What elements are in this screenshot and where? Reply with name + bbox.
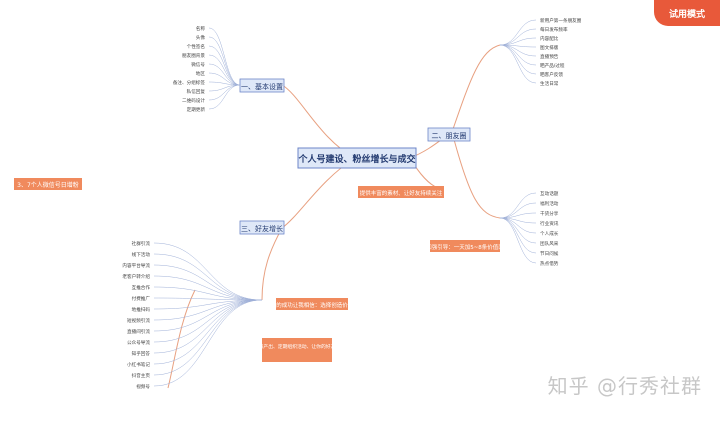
moments-top-leaf-line bbox=[499, 44, 537, 75]
moments-bottom-leaf-line bbox=[499, 217, 537, 244]
moments-top-leaf: 晒产品/过程 bbox=[540, 62, 565, 69]
branch-growth-box bbox=[239, 220, 285, 235]
moments-bottom-leaf-line bbox=[499, 217, 537, 254]
moments-bottom-leaf: 热点借势 bbox=[540, 260, 559, 267]
moments-bottom-leaf: 节日问候 bbox=[540, 250, 559, 257]
growth-leaf-line bbox=[153, 299, 263, 332]
moments-bottom-leaf-line bbox=[499, 192, 537, 219]
moments-top-leaf-line bbox=[499, 44, 537, 66]
moments-bottom-leaf: 福利活动 bbox=[540, 200, 559, 207]
basic-leaf-line bbox=[208, 84, 241, 110]
basic-leaf-line bbox=[208, 84, 241, 101]
moments-bottom-leaf: 个人成长 bbox=[540, 230, 559, 237]
growth-leaf-line bbox=[153, 299, 263, 310]
growth-leaf-line bbox=[153, 275, 263, 301]
note-content-box bbox=[358, 186, 444, 198]
moments-bottom-leaf: 干货分享 bbox=[540, 210, 559, 217]
branch-growth: 三、好友增长 bbox=[241, 224, 283, 233]
note-guide: 加强引导：一天加5~8条价值面 bbox=[426, 243, 504, 251]
moments-bottom-leaf-line bbox=[499, 212, 537, 219]
moments-bottom-leaf-line bbox=[499, 202, 537, 219]
note-activity: 诚意满满的内容产出、定期组织活动、让你的好友持续向你靠拢 bbox=[230, 343, 365, 350]
growth-leaf-line bbox=[153, 299, 263, 321]
growth-leaf: 知乎回答 bbox=[132, 350, 151, 357]
branch-moments-box bbox=[427, 127, 471, 142]
note-daily-fans-box bbox=[14, 178, 82, 190]
moments-bottom-leaf: 互动话题 bbox=[540, 190, 559, 197]
center-label: 个人号建设、粉丝增长与成交 bbox=[297, 153, 415, 165]
moments-bottom-leaf-line bbox=[499, 217, 537, 264]
moments-top-leaf: 晒客户反馈 bbox=[540, 71, 563, 78]
moments-top-leaf: 图文排版 bbox=[540, 44, 559, 51]
basic-leaf-line bbox=[208, 63, 241, 86]
basic-leaf-line bbox=[208, 45, 241, 86]
moments-top-leaf-line bbox=[499, 28, 537, 46]
moments-top-leaf: 每日发布频率 bbox=[540, 26, 568, 33]
center-node bbox=[297, 147, 417, 169]
growth-leaf: 视频号 bbox=[136, 383, 150, 390]
note-guide-box bbox=[430, 240, 500, 252]
basic-leaf: 头像 bbox=[196, 34, 206, 41]
basic-leaf: 朋友圈背景 bbox=[182, 52, 205, 59]
growth-leaf: 直播间引流 bbox=[127, 328, 150, 335]
growth-leaf: 抖音主页 bbox=[132, 372, 151, 379]
growth-leaf: 小红书笔记 bbox=[127, 361, 150, 368]
basic-leaf-line bbox=[208, 54, 241, 86]
branch-basic-box bbox=[239, 78, 285, 93]
moments-top-leaf: 生活日常 bbox=[540, 80, 559, 87]
growth-leaf: 社群引流 bbox=[132, 240, 151, 247]
growth-leaf: 短视频引流 bbox=[127, 317, 150, 324]
growth-leaf-line bbox=[153, 299, 263, 343]
basic-leaf: 定期更新 bbox=[187, 106, 206, 113]
basic-leaf: 备注、分组标签 bbox=[173, 79, 206, 86]
branch-basic: 一、基本设置 bbox=[241, 82, 283, 91]
moments-top-leaf: 内容配比 bbox=[540, 35, 559, 42]
growth-leaf: 地推扫码 bbox=[132, 306, 151, 313]
growth-leaf-line bbox=[153, 299, 263, 365]
note-value: 你的成功让我相信：选择创造价值 bbox=[271, 301, 354, 309]
basic-leaf: 个性签名 bbox=[187, 43, 205, 50]
moments-top-leaf-line bbox=[499, 44, 537, 84]
growth-leaf-line bbox=[153, 297, 263, 301]
note-daily-fans: 3、7个人微信号日增粉 bbox=[17, 181, 79, 189]
basic-leaf-line bbox=[208, 72, 241, 86]
basic-leaf-line bbox=[208, 36, 241, 86]
moments-top-leaf: 新用户第一条朋友圈 bbox=[540, 17, 582, 24]
basic-leaf: 地区 bbox=[196, 70, 206, 77]
basic-leaf: 二维码设计 bbox=[182, 97, 205, 104]
growth-leaf-line bbox=[153, 242, 263, 301]
watermark: 知乎 @行秀社群 bbox=[547, 374, 702, 398]
growth-leaf: 公众号导流 bbox=[127, 339, 150, 346]
growth-leaf: 老客户转介绍 bbox=[122, 273, 150, 280]
note-value-box bbox=[276, 298, 348, 310]
growth-leaf: 内容平台导流 bbox=[122, 262, 150, 269]
note-content: 提供丰富的素材、让好友持续关注 bbox=[360, 189, 443, 197]
trial-mode-badge: 试用模式 bbox=[654, 0, 720, 26]
growth-leaf: 线下活动 bbox=[132, 251, 151, 258]
moments-bottom-leaf: 团队风采 bbox=[540, 240, 559, 247]
moments-top-leaf-line bbox=[499, 44, 537, 57]
growth-leaf: 付费推广 bbox=[132, 295, 151, 302]
note-activity-box bbox=[262, 338, 332, 362]
growth-leaf: 互推合作 bbox=[132, 284, 151, 291]
basic-leaf: 微信号 bbox=[191, 61, 205, 68]
basic-leaf: 名称 bbox=[196, 25, 206, 32]
growth-leaf-line bbox=[153, 286, 263, 301]
growth-leaf-line bbox=[153, 253, 263, 301]
branch-moments: 二、朋友圈 bbox=[432, 131, 467, 140]
growth-leaf-line bbox=[153, 299, 263, 387]
growth-leaf-line bbox=[153, 264, 263, 301]
growth-leaf-line bbox=[153, 299, 263, 376]
basic-leaf-line bbox=[208, 27, 241, 86]
basic-leaf: 私信回复 bbox=[187, 88, 206, 95]
moments-top-leaf: 直播预告 bbox=[540, 53, 559, 60]
moments-bottom-leaf: 行业资讯 bbox=[540, 220, 559, 227]
moments-top-leaf-line bbox=[499, 19, 537, 46]
